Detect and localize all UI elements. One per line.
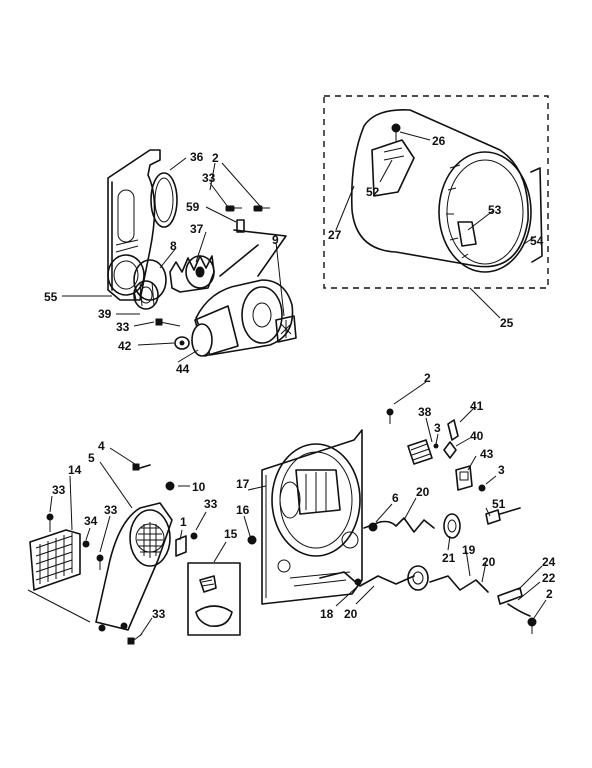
callout-41: 41	[470, 399, 484, 413]
callout-19: 19	[462, 543, 476, 557]
callout-2: 2	[212, 151, 219, 165]
callout-27: 27	[328, 228, 342, 242]
callout-4: 4	[98, 439, 105, 453]
callout-33: 33	[52, 483, 66, 497]
callout-42: 42	[118, 339, 132, 353]
callout-6: 6	[392, 491, 399, 505]
callout-53: 53	[488, 203, 502, 217]
callout-33: 33	[204, 497, 218, 511]
front-bulkhead-assembly	[107, 149, 297, 357]
callout-44: 44	[176, 362, 190, 376]
callout-1: 1	[180, 515, 187, 529]
callout-51: 51	[492, 497, 506, 511]
callout-33: 33	[116, 320, 130, 334]
callout-21: 21	[442, 551, 456, 565]
callout-22: 22	[542, 571, 556, 585]
callout-17: 17	[236, 477, 250, 491]
rear-panel-assembly	[187, 429, 363, 636]
callout-25: 25	[500, 316, 514, 330]
callout-18: 18	[320, 607, 334, 621]
callout-3: 3	[498, 463, 505, 477]
callout-16: 16	[236, 503, 250, 517]
callout-38: 38	[418, 405, 432, 419]
callout-36: 36	[190, 150, 204, 164]
callout-8: 8	[170, 239, 177, 253]
callout-54: 54	[530, 234, 544, 248]
toe-panel-assembly	[27, 463, 198, 645]
leader-lines	[49, 131, 547, 637]
callout-10: 10	[192, 480, 206, 494]
callout-3: 3	[434, 421, 441, 435]
callout-15: 15	[224, 527, 238, 541]
callout-14: 14	[68, 463, 82, 477]
callout-59: 59	[186, 200, 200, 214]
callout-43: 43	[480, 447, 494, 461]
callout-9: 9	[272, 233, 279, 247]
callout-20: 20	[482, 555, 496, 569]
callout-39: 39	[98, 307, 112, 321]
callout-33: 33	[152, 607, 166, 621]
callout-40: 40	[470, 429, 484, 443]
callout-33: 33	[104, 503, 118, 517]
callout-37: 37	[190, 222, 204, 236]
callout-52: 52	[366, 185, 380, 199]
callout-2: 2	[424, 371, 431, 385]
callout-34: 34	[84, 514, 98, 528]
callout-55: 55	[44, 290, 58, 304]
callout-5: 5	[88, 451, 95, 465]
callout-26: 26	[432, 134, 446, 148]
callout-labels: 36 2 33 59 37 8 9 55 39 33 42 44 26 52 2…	[44, 134, 556, 621]
callout-2: 2	[546, 587, 553, 601]
callout-20: 20	[416, 485, 430, 499]
drum-assembly	[323, 95, 549, 289]
callout-24: 24	[542, 555, 556, 569]
idler-and-heater-assembly	[319, 408, 537, 634]
callout-33: 33	[202, 171, 216, 185]
callout-20: 20	[344, 607, 358, 621]
